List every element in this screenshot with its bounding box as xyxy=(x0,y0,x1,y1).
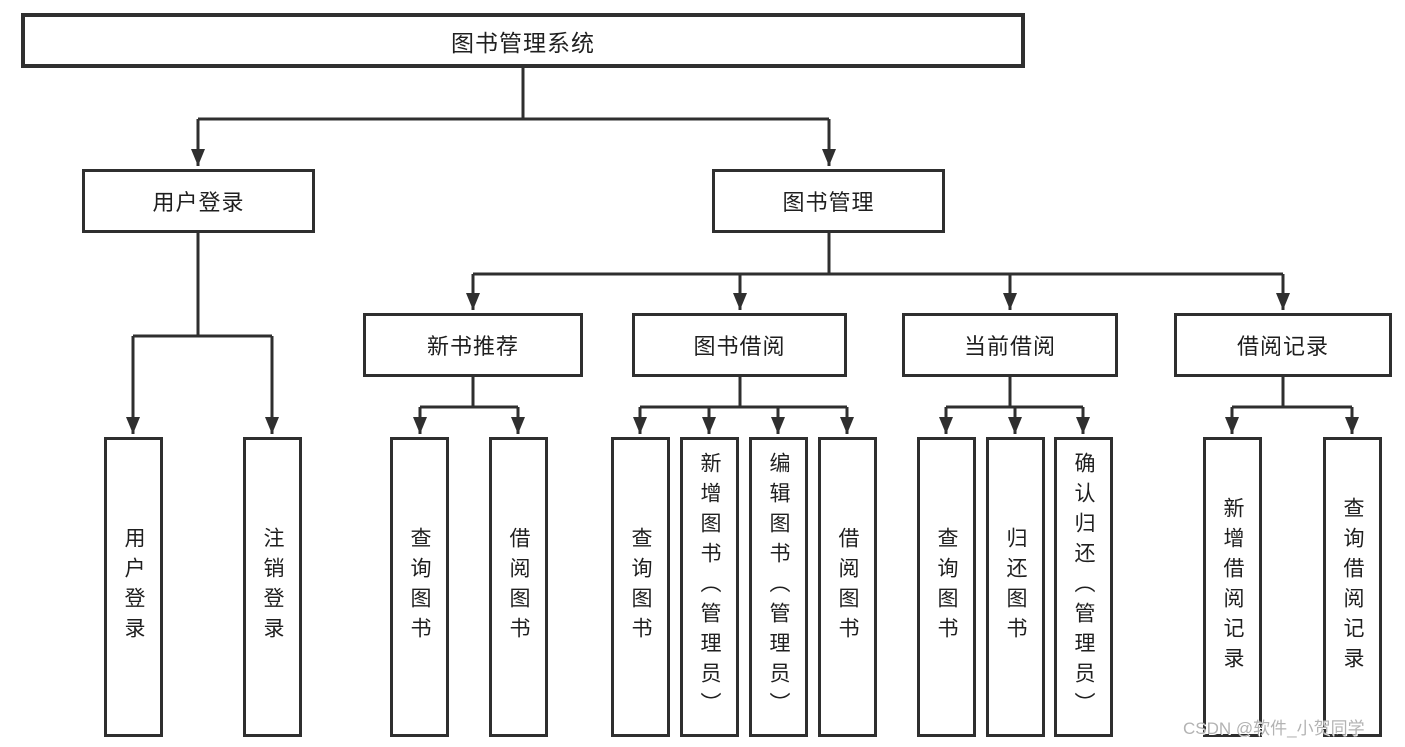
leaf-add-borrow-record: 新增借阅记录 xyxy=(1203,437,1262,737)
leaf-label: 借阅图书 xyxy=(507,527,530,647)
node-label: 借阅记录 xyxy=(1236,334,1329,359)
leaf-label: 编辑图书（管理员） xyxy=(767,452,790,722)
connector-new-book-split xyxy=(420,377,518,409)
leaf-edit-books-admin: 编辑图书（管理员） xyxy=(749,437,808,737)
leaf-borrow-books-2: 借阅图书 xyxy=(818,437,877,737)
csdn-watermark: CSDN @软件_小贺同学 xyxy=(1183,719,1365,738)
leaf-add-books-admin: 新增图书（管理员） xyxy=(680,437,739,737)
leaf-label: 查询图书 xyxy=(629,527,652,647)
leaf-label: 借阅图书 xyxy=(836,527,859,647)
leaf-borrow-books-1: 借阅图书 xyxy=(489,437,548,737)
node-label: 当前借阅 xyxy=(963,334,1056,359)
node-label: 新书推荐 xyxy=(426,334,519,359)
node-label: 图书借阅 xyxy=(693,334,786,359)
connector-borrow-rec-split xyxy=(1232,377,1352,409)
leaf-label: 归还图书 xyxy=(1004,527,1027,647)
leaf-label: 用户登录 xyxy=(122,527,145,647)
node-label: 用户登录 xyxy=(152,190,245,215)
leaf-user-login: 用户登录 xyxy=(104,437,163,737)
leaf-query-books-2: 查询图书 xyxy=(611,437,670,737)
leaf-query-books-3: 查询图书 xyxy=(917,437,976,737)
connector-book-borrow-split xyxy=(640,377,847,409)
leaf-label: 查询图书 xyxy=(408,527,431,647)
leaf-query-books-1: 查询图书 xyxy=(390,437,449,737)
connector-root-split xyxy=(198,68,829,121)
leaf-label: 新增借阅记录 xyxy=(1221,497,1244,677)
connector-cur-borrow-split xyxy=(946,377,1083,409)
leaf-label: 查询图书 xyxy=(935,527,958,647)
leaf-confirm-return-admin: 确认归还（管理员） xyxy=(1054,437,1113,737)
node-library-system: 图书管理系统 xyxy=(21,13,1025,68)
node-borrow-records: 借阅记录 xyxy=(1174,313,1392,377)
leaf-label: 确认归还（管理员） xyxy=(1072,452,1095,722)
node-new-book-recommend: 新书推荐 xyxy=(363,313,583,377)
leaf-query-borrow-record: 查询借阅记录 xyxy=(1323,437,1382,737)
leaf-logout: 注销登录 xyxy=(243,437,302,737)
leaf-label: 注销登录 xyxy=(261,527,284,647)
connector-user-login-split xyxy=(133,232,272,338)
node-book-borrowing: 图书借阅 xyxy=(632,313,847,377)
leaf-label: 新增图书（管理员） xyxy=(698,452,721,722)
leaf-label: 查询借阅记录 xyxy=(1341,497,1364,677)
node-user-login: 用户登录 xyxy=(82,169,315,233)
leaf-return-books: 归还图书 xyxy=(986,437,1045,737)
node-label: 图书管理 xyxy=(782,190,875,215)
connector-book-mgmt-split xyxy=(473,233,1283,276)
node-book-management: 图书管理 xyxy=(712,169,945,233)
node-label: 图书管理系统 xyxy=(451,29,595,56)
node-current-borrowing: 当前借阅 xyxy=(902,313,1118,377)
